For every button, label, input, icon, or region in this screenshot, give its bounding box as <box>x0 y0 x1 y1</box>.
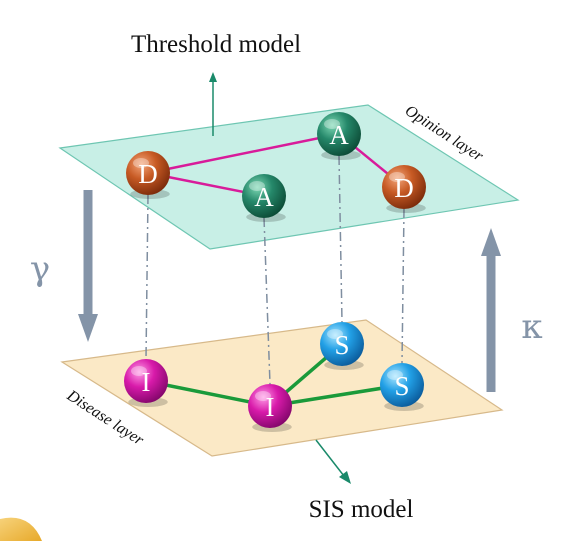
node-sphere <box>124 359 168 403</box>
node-sphere <box>320 322 364 366</box>
disease-node-d4: S <box>380 363 424 411</box>
node-letter: D <box>138 159 158 189</box>
disease-node-d2: I <box>248 384 292 432</box>
node-sphere <box>380 363 424 407</box>
node-letter: S <box>334 330 349 360</box>
interlayer-link-2 <box>263 217 271 385</box>
sis-pointer-arrow <box>315 439 351 484</box>
opinion-node-o2: A <box>242 174 286 222</box>
node-highlight <box>327 329 343 339</box>
node-sphere <box>242 174 286 218</box>
opinion-node-o1: D <box>126 151 170 199</box>
node-highlight <box>131 366 147 376</box>
node-highlight <box>389 172 405 182</box>
interlayer-link-3 <box>338 155 343 323</box>
opinion-node-o4: D <box>382 165 426 213</box>
node-sphere <box>248 384 292 428</box>
node-letter: D <box>394 173 414 203</box>
node-highlight <box>255 391 271 401</box>
node-sphere <box>382 165 426 209</box>
network-nodes: D A A D I I S S <box>124 112 426 432</box>
node-letter: S <box>394 371 409 401</box>
disease-node-d1: I <box>124 359 168 407</box>
threshold-model-label: Threshold model <box>131 31 301 58</box>
node-sphere <box>317 112 361 156</box>
node-letter: A <box>254 182 274 212</box>
gamma-arrow <box>78 190 98 342</box>
node-letter: I <box>142 367 151 397</box>
kappa-arrow <box>481 228 501 392</box>
node-highlight <box>133 158 149 168</box>
node-letter: A <box>329 120 349 150</box>
interlayer-link-4 <box>401 208 405 364</box>
corner-accent <box>0 517 42 541</box>
gamma-symbol: γ <box>30 249 50 289</box>
node-highlight <box>387 370 403 380</box>
node-highlight <box>249 181 265 191</box>
kappa-symbol: κ <box>521 307 542 347</box>
node-highlight <box>324 119 340 129</box>
node-letter: I <box>266 392 275 422</box>
disease-node-d3: S <box>320 322 364 370</box>
interlayer-links <box>145 155 405 385</box>
node-sphere <box>126 151 170 195</box>
opinion-link-2 <box>147 132 340 175</box>
sis-model-label: SIS model <box>309 496 414 523</box>
disease-link-3 <box>269 383 403 408</box>
opinion-node-o3: A <box>317 112 361 160</box>
threshold-pointer-arrow <box>209 72 217 136</box>
interlayer-link-1 <box>145 194 149 360</box>
